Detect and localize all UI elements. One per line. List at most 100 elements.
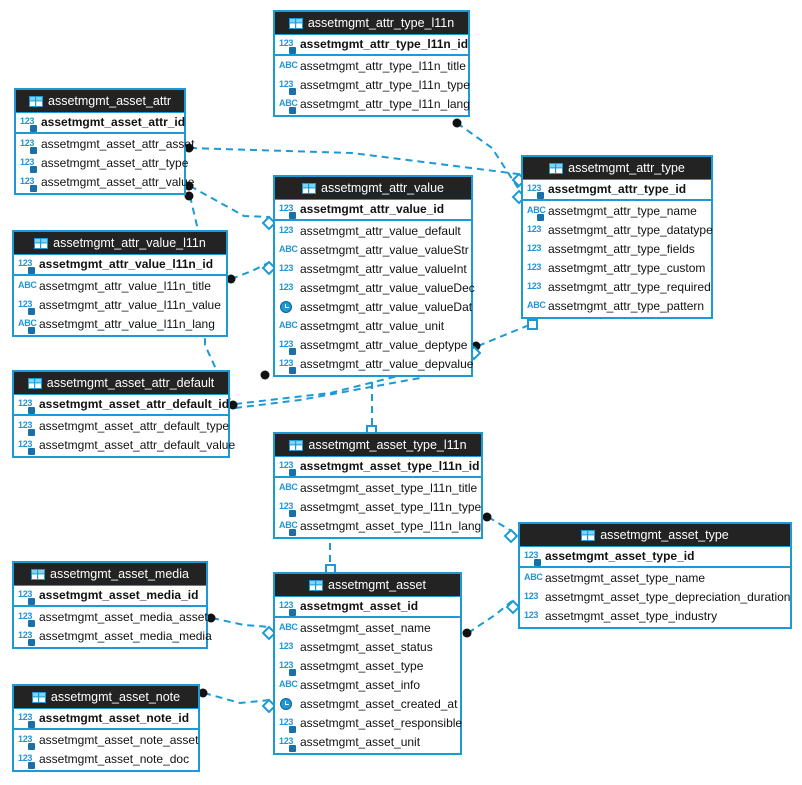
column-label: assetmgmt_attr_value_depvalue [300,357,474,371]
entity-header[interactable]: assetmgmt_attr_value_l11n [14,232,226,254]
entity-header[interactable]: assetmgmt_asset_attr [16,90,184,112]
number-key-icon: 123 [18,258,35,274]
abc-foreign-key-icon: ABC [279,98,298,114]
number-foreign-key-icon: 123 [18,299,35,315]
entity-header[interactable]: assetmgmt_asset_media [14,563,206,585]
number-foreign-key-icon: 123 [18,734,35,750]
edge-attr-value-to-attr-type [477,323,533,347]
abc-icon: ABC [279,59,298,70]
edge-asset-attr-to-attr-value [189,185,271,218]
entity-title: assetmgmt_asset_type [600,528,729,542]
entity-header[interactable]: assetmgmt_asset [275,574,460,596]
column-label: assetmgmt_asset_note_doc [39,752,190,766]
entity-header[interactable]: assetmgmt_asset_type_l11n [275,434,481,456]
number-icon: 123 [279,281,294,292]
abc-icon: ABC [279,621,298,632]
column-label: assetmgmt_asset_type_name [545,571,706,585]
column[interactable]: assetmgmt_asset_created_at [275,695,460,714]
entity-header[interactable]: assetmgmt_attr_value [275,177,471,199]
number-key-icon: 123 [279,38,296,54]
entity-header[interactable]: assetmgmt_asset_note [14,686,198,708]
entity-header[interactable]: assetmgmt_asset_attr_default [14,372,228,394]
column[interactable]: assetmgmt_attr_value_valueDat [275,298,472,317]
column-label: assetmgmt_attr_value_l11n_lang [39,317,215,331]
column-label: assetmgmt_attr_type_required [548,280,711,294]
table-grid-icon [302,179,316,201]
table-grid-icon [288,14,303,36]
number-foreign-key-icon: 123 [279,339,296,355]
entity-header[interactable]: assetmgmt_attr_type_l11n [275,12,468,34]
entity-header[interactable]: assetmgmt_attr_type [523,157,711,179]
entity-header[interactable]: assetmgmt_asset_type [520,524,790,546]
